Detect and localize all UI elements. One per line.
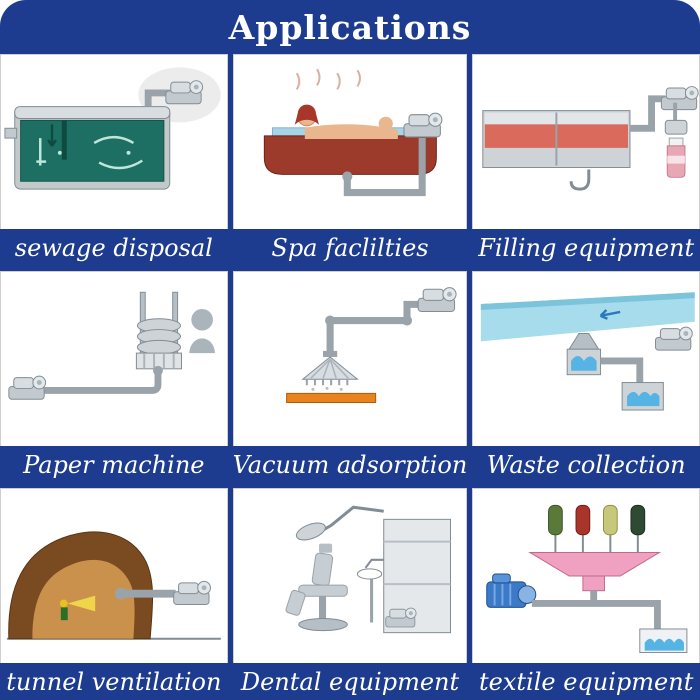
filling-equipment-illustration bbox=[472, 54, 700, 229]
waste-collection-svg bbox=[481, 292, 696, 411]
spa-facilities-svg bbox=[263, 68, 443, 197]
pump-icon bbox=[661, 86, 699, 111]
cell-caption: Vacuum adsorption bbox=[232, 446, 468, 483]
pump-icon bbox=[165, 80, 204, 105]
grid-cell-textile-equipment: textile equipment bbox=[472, 488, 700, 700]
grid-cell-filling-equipment: Filling equipment bbox=[472, 54, 700, 266]
cell-caption: Dental equipment bbox=[232, 663, 468, 700]
grid-cell-paper-machine: Paper machine bbox=[0, 271, 228, 483]
applications-grid: sewage disposal bbox=[0, 54, 700, 700]
paper-machine-svg bbox=[8, 291, 215, 400]
grid-cell-dental-equipment: Dental equipment bbox=[232, 488, 468, 700]
dental-equipment-illustration bbox=[232, 488, 468, 663]
header: Applications bbox=[0, 0, 700, 54]
cell-caption: Spa faclilties bbox=[232, 229, 468, 266]
filling-equipment-svg bbox=[482, 86, 699, 191]
textile-equipment-svg bbox=[486, 504, 688, 654]
blower-icon bbox=[486, 573, 537, 608]
grid-cell-spa-facilities: Spa faclilties bbox=[232, 54, 468, 266]
grid-cell-waste-collection: Waste collection bbox=[472, 271, 700, 483]
tunnel-ventilation-svg bbox=[6, 531, 221, 640]
cell-caption: sewage disposal bbox=[0, 229, 228, 266]
header-bar: Applications bbox=[0, 0, 700, 54]
cell-caption: textile equipment bbox=[472, 663, 700, 700]
page-title: Applications bbox=[228, 7, 472, 47]
grid-cell-vacuum-adsorption: Vacuum adsorption bbox=[232, 271, 468, 483]
pump-icon bbox=[8, 375, 47, 400]
dental-equipment-svg bbox=[285, 505, 451, 634]
pump-icon bbox=[403, 112, 443, 138]
sewage-disposal-svg bbox=[4, 67, 221, 190]
cell-caption: Waste collection bbox=[472, 446, 700, 483]
sewage-disposal-illustration bbox=[0, 54, 228, 229]
pump-icon bbox=[173, 580, 211, 605]
textile-equipment-illustration bbox=[472, 488, 700, 663]
vacuum-adsorption-svg bbox=[285, 287, 457, 404]
paper-machine-illustration bbox=[0, 271, 228, 446]
cell-caption: Paper machine bbox=[0, 446, 228, 483]
pump-icon bbox=[655, 326, 694, 351]
cell-caption: tunnel ventilation bbox=[0, 663, 228, 700]
spa-facilities-illustration bbox=[232, 54, 468, 229]
waste-collection-illustration bbox=[472, 271, 700, 446]
tunnel-ventilation-illustration bbox=[0, 488, 228, 663]
pump-icon bbox=[385, 607, 417, 628]
grid-cell-sewage-disposal: sewage disposal bbox=[0, 54, 228, 266]
pump-icon bbox=[417, 287, 457, 312]
grid-cell-tunnel-ventilation: tunnel ventilation bbox=[0, 488, 228, 700]
vacuum-adsorption-illustration bbox=[232, 271, 468, 446]
cell-caption: Filling equipment bbox=[472, 229, 700, 266]
